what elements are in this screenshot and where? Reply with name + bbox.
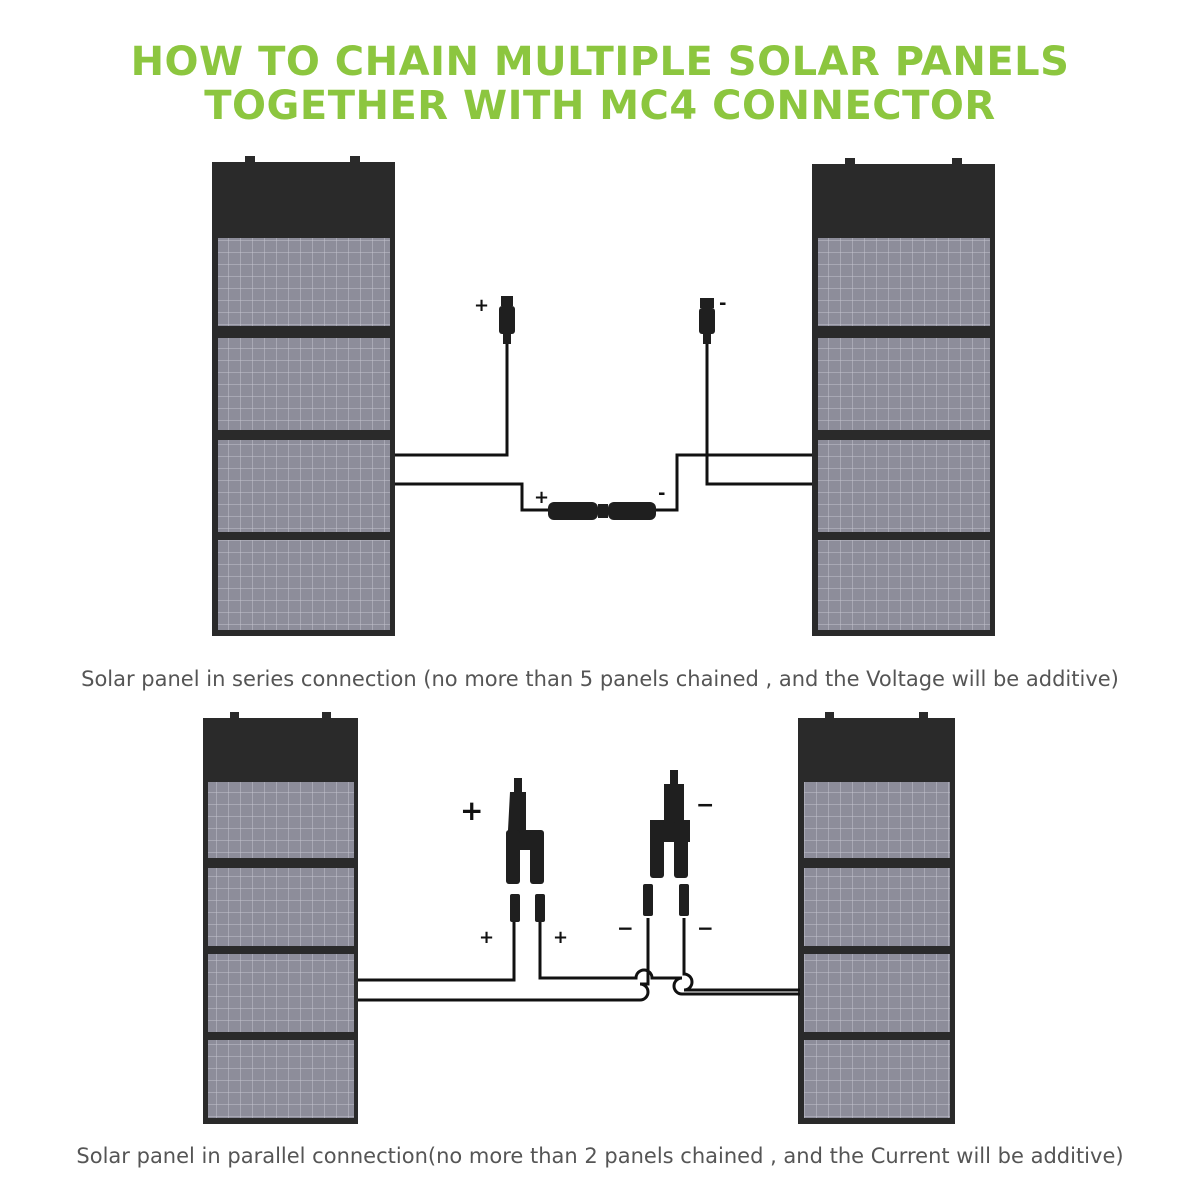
parallel-caption: Solar panel in parallel connection(no mo… (76, 1144, 1124, 1168)
solar-panel-parallel-left (203, 712, 358, 1124)
parallel-plus-branch-label: + (460, 794, 483, 827)
mc4-y-branch-plus (506, 778, 544, 884)
parallel-wires (358, 918, 800, 1002)
parallel-plus-right-label: + (553, 927, 568, 948)
series-plus-joint-label: + (534, 487, 549, 508)
diagram-title-line-2: TOGETHER WITH MC4 CONNECTOR (204, 83, 996, 129)
parallel-plus-left-label: + (479, 927, 494, 948)
diagram-title-line-1: HOW TO CHAIN MULTIPLE SOLAR PANELS (130, 39, 1070, 85)
series-plus-top-label: + (474, 295, 489, 316)
series-wires (395, 340, 812, 512)
mc4-inline-coupler (548, 502, 656, 520)
parallel-minus-right-label: − (697, 916, 714, 940)
parallel-minus-branch-label: − (696, 793, 714, 818)
mc4-minus-connector-series (699, 298, 715, 344)
mc4-y-branch-minus (650, 770, 690, 878)
solar-panel-parallel-right (798, 712, 955, 1124)
mc4-plus-connector-series (499, 296, 515, 344)
solar-panel-series-left (212, 156, 395, 636)
series-minus-top-label: - (719, 293, 726, 314)
series-caption: Solar panel in series connection (no mor… (81, 667, 1119, 691)
solar-panel-series-right (812, 158, 995, 636)
mc4-small-connectors (510, 884, 689, 922)
series-minus-joint-label: - (658, 483, 665, 504)
parallel-minus-left-label: − (617, 916, 634, 940)
